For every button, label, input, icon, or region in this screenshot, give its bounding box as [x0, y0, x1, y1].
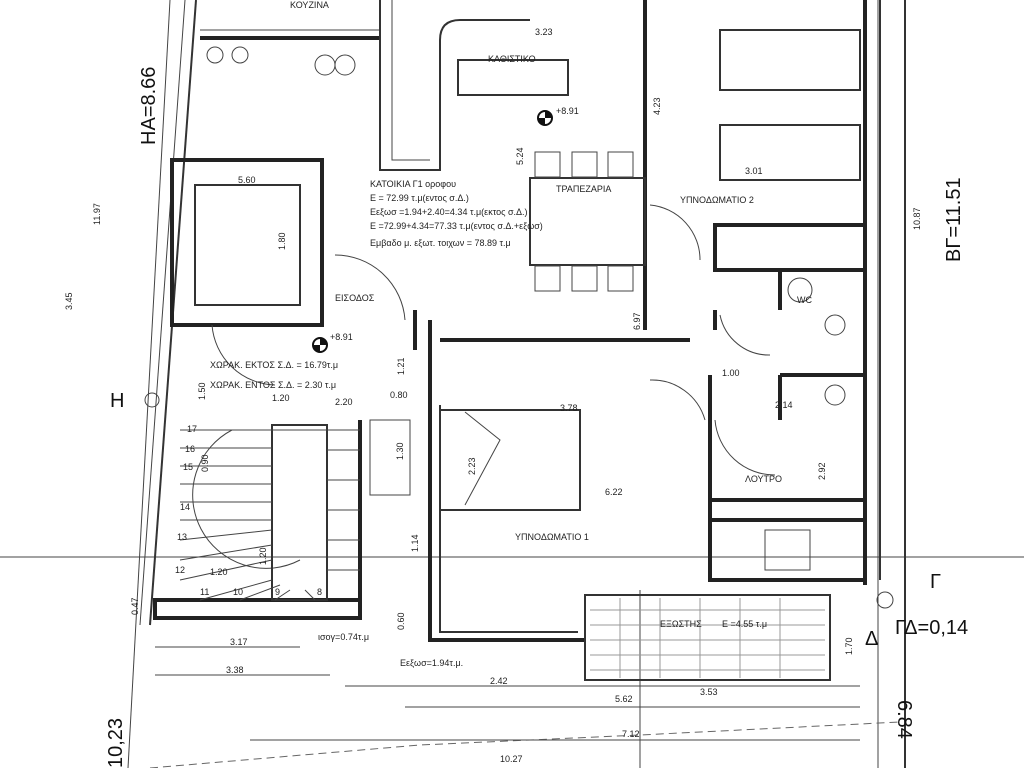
dim: 5.62 [615, 694, 633, 704]
dim: 2.92 [817, 462, 827, 480]
dim: 2.42 [490, 676, 508, 686]
balcony-area: Ε =4.55 τ.μ [722, 619, 767, 629]
step-number: 10 [233, 587, 243, 597]
dim: 0.90 [200, 454, 210, 472]
double-bed [439, 409, 581, 511]
room-label-bedroom2: ΥΠΝΟΔΩΜΑΤΙΟ 2 [680, 195, 754, 205]
step-number: 11 [200, 587, 209, 597]
step-number: 8 [317, 587, 322, 597]
dim: 0.47 [130, 597, 140, 615]
dim: 1.14 [410, 534, 420, 552]
dim: 3.17 [230, 637, 248, 647]
dim: 4.23 [652, 97, 662, 115]
step-number: 9 [275, 587, 280, 597]
room-label-kitchen: ΚΟΥΖΙΝΑ [290, 0, 329, 10]
step-number: 12 [175, 565, 185, 575]
dim: 3.53 [700, 687, 718, 697]
dim: 3.78 [560, 403, 578, 413]
step-number: 14 [180, 502, 190, 512]
dim: 6.22 [605, 487, 623, 497]
room-label-bathroom: ΛΟΥΤΡΟ [745, 474, 782, 484]
balcony [584, 594, 831, 681]
dim: 5.24 [515, 147, 525, 165]
point-g: Γ [930, 571, 941, 593]
walls [153, 0, 881, 642]
dim: 1.20 [210, 567, 228, 577]
info-line: Εμβαδο μ. εξωτ. τοιχων = 78.89 τ.μ [370, 238, 511, 248]
boundary-ha: ΗΑ=8.66 [138, 67, 160, 145]
step-number: 16 [185, 444, 195, 454]
level-living: +8.91 [556, 106, 579, 116]
info-block: ΚΑΤΟΙΚΙΑ Γ1 οροφου Ε = 72.99 τ.μ(εντος σ… [370, 179, 543, 248]
area-iso: ισογ=0.74τ.μ [318, 632, 369, 642]
room-label-dining: ΤΡΑΠΕΖΑΡΙΑ [556, 184, 611, 194]
step-number: 17 [187, 424, 197, 434]
dim: 3.01 [745, 166, 763, 176]
dim: 3.45 [64, 292, 74, 310]
dim: 0.80 [390, 390, 408, 400]
dim: 3.38 [226, 665, 244, 675]
bed [719, 124, 861, 181]
dim: 2.23 [467, 457, 477, 475]
dim: 1.50 [197, 382, 207, 400]
info-line: Ε = 72.99 τ.μ(εντος σ.Δ.) [370, 193, 469, 203]
dim: 1.70 [844, 637, 854, 655]
dim: 1.21 [396, 357, 406, 375]
dim: 2.14 [775, 400, 793, 410]
boundary-bg: ΒΓ=11.51 [943, 177, 965, 262]
step-number: 15 [183, 462, 193, 472]
furniture [206, 0, 861, 571]
doors [192, 204, 776, 569]
dim: 0.60 [396, 612, 406, 630]
dimensions: 3.23 5.24 4.23 3.01 11.97 3.45 10.87 1.8… [64, 27, 922, 764]
boundary-gd: ΓΔ=0,14 [895, 617, 968, 639]
info-line: Εεξωσ =1.94+2.40=4.34 τ.μ(εκτος σ.Δ.) [370, 207, 528, 217]
dim: 10.27 [500, 754, 523, 764]
coffee-table [457, 59, 569, 96]
room-label-wc: WC [797, 295, 812, 305]
info-line: ΚΑΤΟΙΚΙΑ Γ1 οροφου [370, 179, 456, 189]
dining-table [529, 177, 646, 266]
dim: 1.00 [722, 368, 740, 378]
room-label-bedroom1: ΥΠΝΟΔΩΜΑΤΙΟ 1 [515, 532, 589, 542]
dim: 1.80 [277, 232, 287, 250]
dim: 2.20 [335, 397, 353, 407]
point-d: Δ [865, 628, 878, 650]
area-common-in: ΧΩΡΑΚ. ΕΝΤΟΣ Σ.Δ. = 2.30 τ.μ [210, 380, 336, 390]
dim: 1.20 [272, 393, 290, 403]
dim: 1.20 [258, 547, 268, 565]
staircase [179, 424, 360, 601]
area-balcony-ext: Εεξωσ=1.94τ.μ. [400, 658, 463, 668]
area-common-out: ΧΩΡΑΚ. ΕΚΤΟΣ Σ.Δ. = 16.79τ.μ [210, 360, 338, 370]
room-label-living: ΚΑΘΙΣΤΙΚΟ [488, 54, 536, 64]
dim: 10.87 [912, 207, 922, 230]
point-h: Η [110, 390, 124, 412]
dim: 5.60 [238, 175, 256, 185]
dim: 7.12 [622, 729, 640, 739]
level-entrance: +8.91 [330, 332, 353, 342]
level-marker [144, 110, 894, 609]
bed [719, 29, 861, 91]
boundary-left-bottom: 10,23 [105, 718, 127, 768]
stair-numbers: 17 16 15 14 13 12 11 10 9 8 [175, 424, 322, 597]
dim: 3.23 [535, 27, 553, 37]
info-line: Ε =72.99+4.34=77.33 τ.μ(εντος σ.Δ.+εξωσ) [370, 221, 543, 231]
room-label-balcony: ΕΞΩΣΤΗΣ [660, 619, 702, 629]
step-number: 13 [177, 532, 187, 542]
dim: 11.97 [92, 203, 102, 225]
room-label-entrance: ΕΙΣΟΔΟΣ [335, 293, 375, 303]
dim: 6.97 [632, 312, 642, 330]
boundary-right-bottom: 6.84 [893, 700, 915, 739]
dim: 1.30 [395, 442, 405, 460]
